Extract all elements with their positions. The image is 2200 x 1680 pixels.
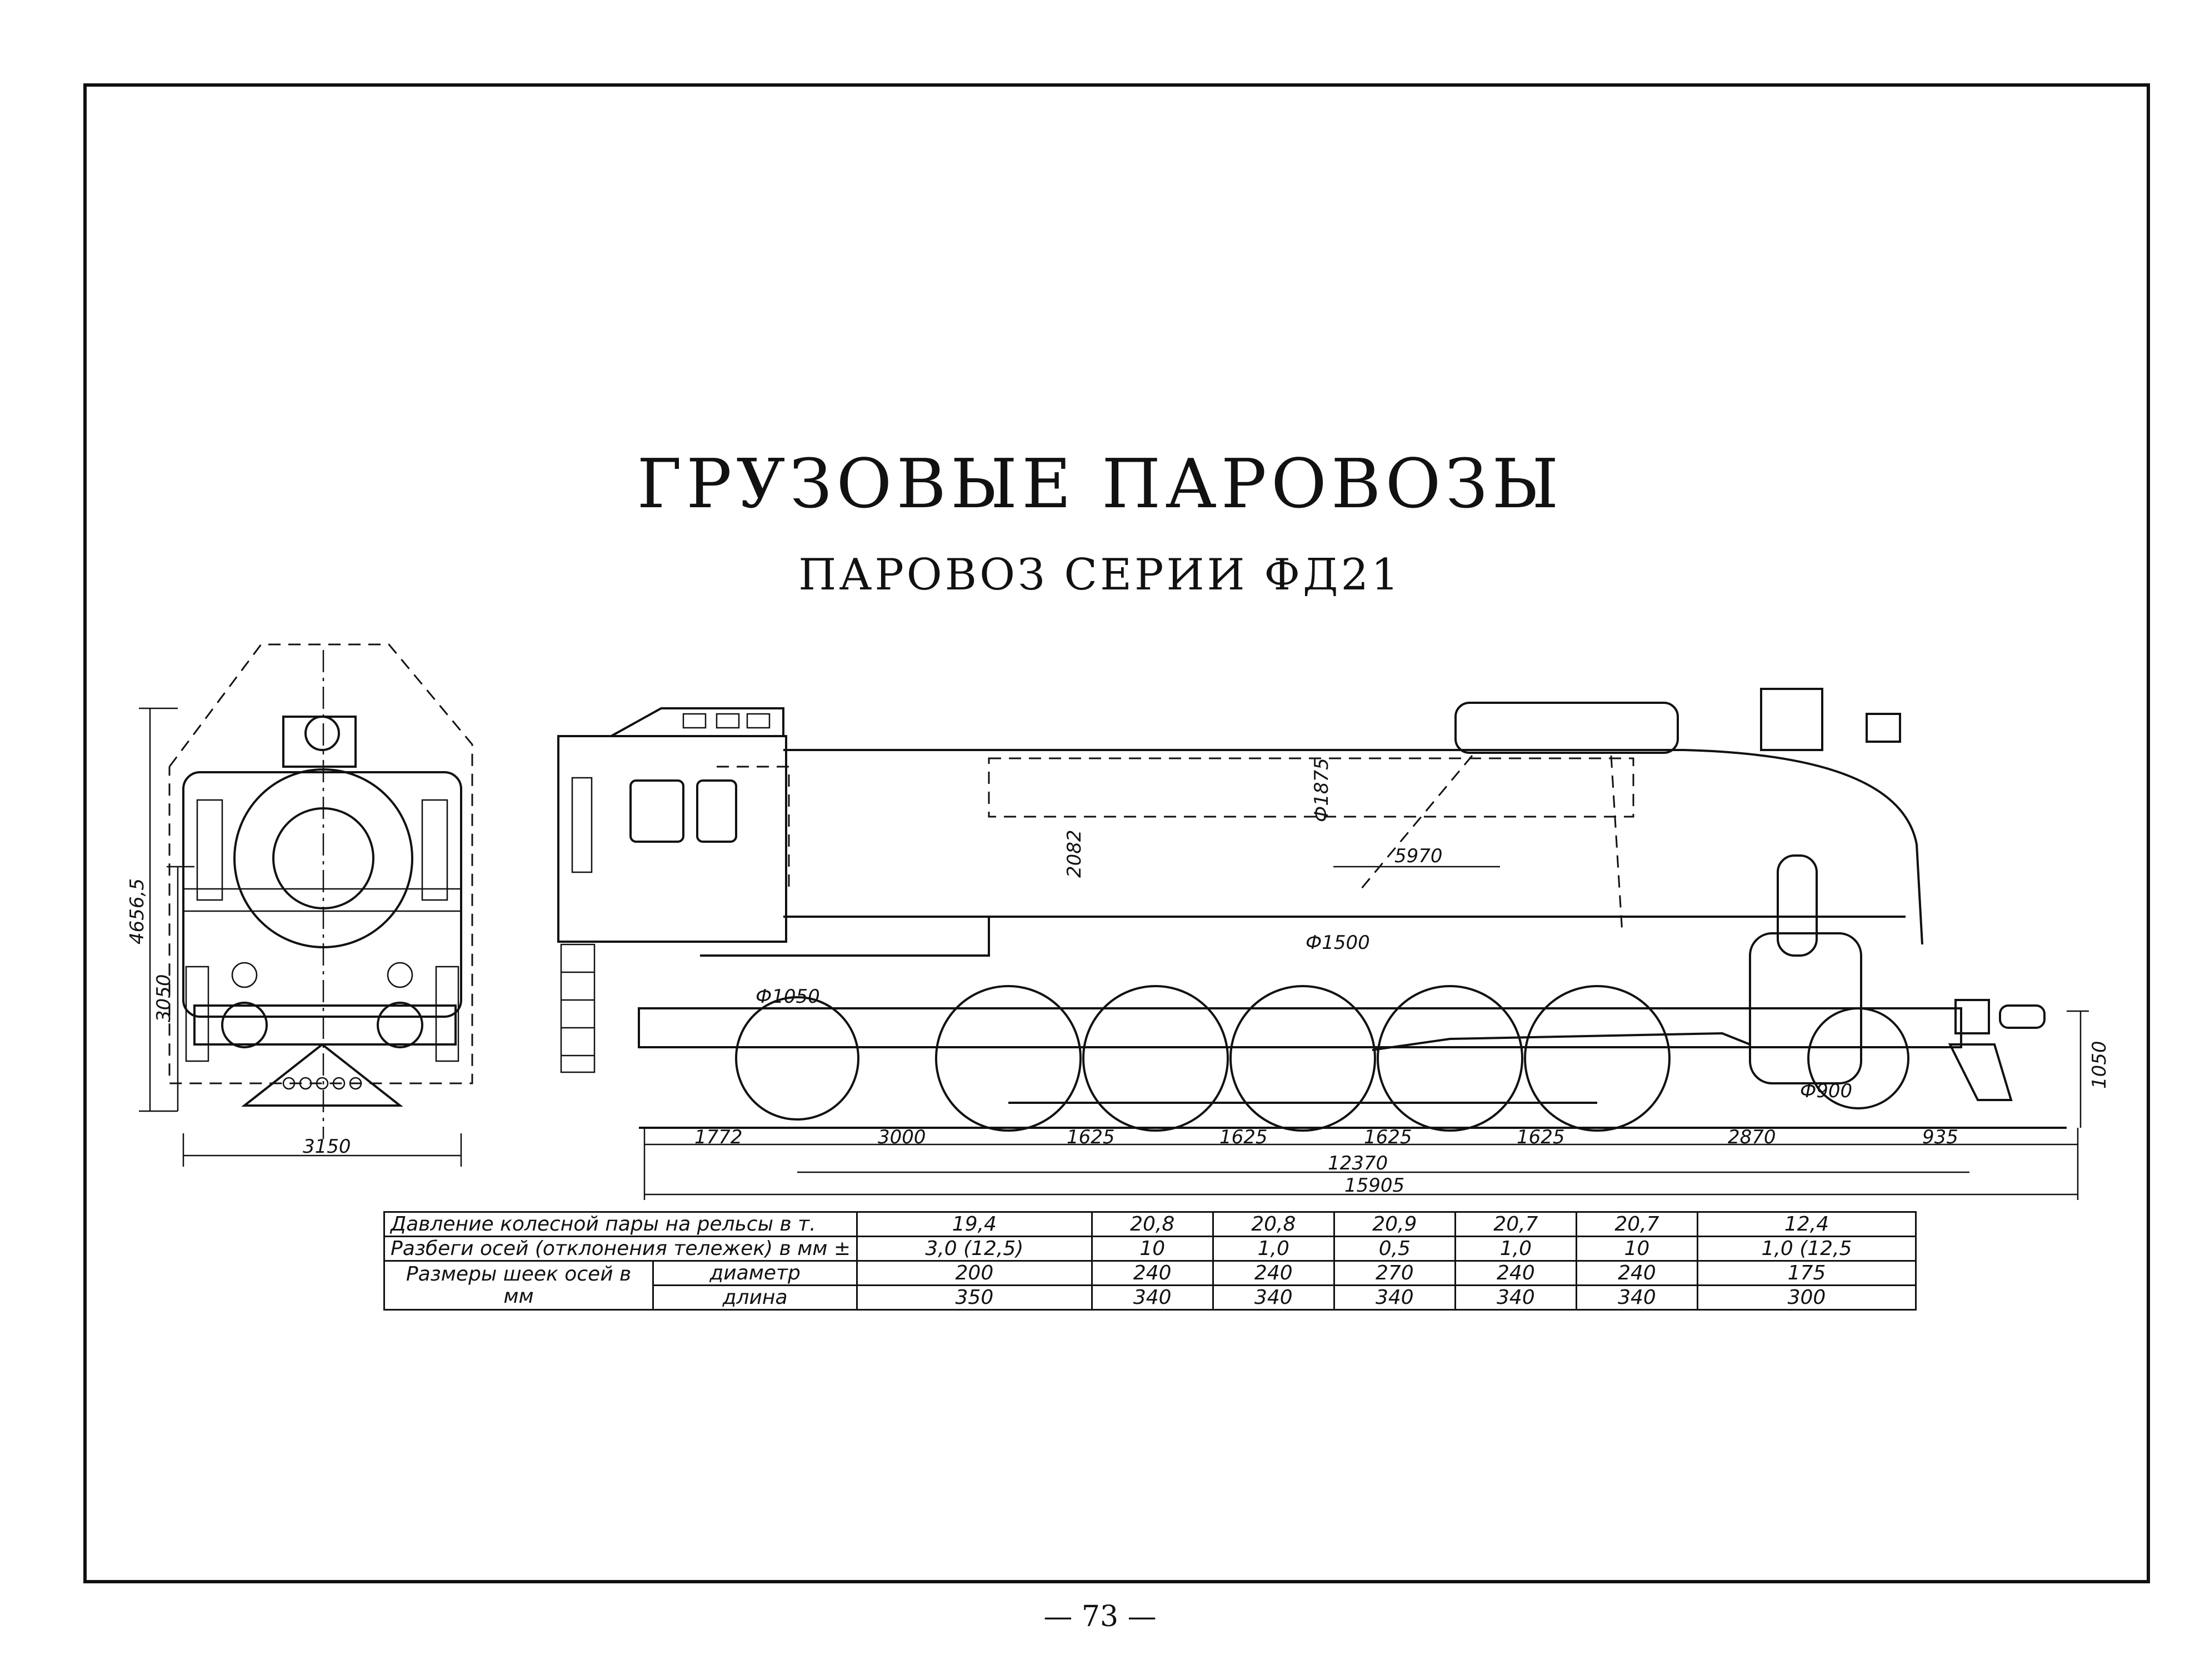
row-length-label: длина — [652, 1284, 858, 1311]
dim-trailing-wheel: Ф900 — [1800, 1080, 1852, 1102]
axle-spec-table: Давление колесной пары на рельсы в т. 19… — [383, 1211, 1917, 1311]
dim-wheelbase: 12370 — [1328, 1152, 1388, 1174]
side-cab-window-2 — [696, 779, 737, 843]
side-steam-dome — [1454, 702, 1679, 754]
page-frame — [83, 83, 2150, 1583]
dim-1625-1: 1625 — [1067, 1126, 1115, 1148]
front-headlight — [304, 716, 340, 751]
side-cab — [557, 735, 787, 943]
page-subtitle: ПАРОВОЗ СЕРИИ ФД21 — [798, 550, 1402, 600]
front-width: 3150 — [303, 1136, 351, 1158]
front-smokebox-door — [272, 807, 374, 909]
side-coupler — [1999, 1004, 2046, 1029]
dim-coupler-height: 1050 — [2088, 1041, 2111, 1089]
side-brake-rigging — [1372, 1032, 1751, 1051]
table-row: Разбеги осей (отклонения тележек) в мм ±… — [383, 1236, 1917, 1262]
page-number: — 73 — — [1043, 1600, 1157, 1633]
dim-2870: 2870 — [1728, 1126, 1776, 1148]
side-view: 1772 3000 1625 1625 1625 1625 2870 935 1… — [557, 688, 2111, 1200]
side-driving-wheel-3 — [1229, 985, 1376, 1132]
dim-overall-length: 15905 — [1344, 1174, 1404, 1197]
side-cab-window-1 — [629, 779, 684, 843]
dim-1772: 1772 — [694, 1126, 743, 1148]
side-ladder — [560, 943, 596, 1073]
row-diameter-label: диаметр — [652, 1260, 858, 1286]
dim-935: 935 — [1922, 1126, 1958, 1148]
side-driving-wheel-5 — [1524, 985, 1671, 1132]
dim-cab-height: 2082 — [1063, 829, 1086, 878]
front-view: 4656,5 3050 3150 — [126, 643, 473, 1167]
page-title: ГРУЗОВЫЕ ПАРОВОЗЫ — [637, 444, 1563, 523]
row-journal-group-label: Размеры шеек осей в мм — [383, 1260, 654, 1311]
row-pressure-label: Давление колесной пары на рельсы в т. — [383, 1211, 858, 1237]
table-row: длина 350 340 340 340 340 340 300 — [384, 1284, 1917, 1311]
row-play-label: Разбеги осей (отклонения тележек) в мм ± — [383, 1236, 858, 1262]
front-height-boiler: 3050 — [153, 974, 175, 1022]
side-cab-roof — [611, 707, 784, 737]
side-headlight — [1866, 713, 1901, 743]
dim-1625-3: 1625 — [1364, 1126, 1412, 1148]
side-trailing-wheel — [735, 996, 859, 1121]
front-gauge-outline — [168, 643, 473, 1084]
front-chimney — [282, 716, 357, 768]
front-buffer-beam — [193, 1004, 457, 1046]
side-boiler — [783, 749, 1923, 945]
side-driving-wheel-2 — [1082, 985, 1229, 1132]
front-window-right — [421, 799, 448, 901]
side-chimney — [1760, 688, 1823, 751]
side-driving-wheel-4 — [1377, 985, 1523, 1132]
front-pilot — [241, 1043, 403, 1107]
front-height-total: 4656,5 — [126, 878, 148, 944]
side-leading-wheel — [1807, 1007, 1909, 1109]
front-cab-body — [182, 771, 462, 1018]
dim-driving-wheel: Ф1500 — [1306, 932, 1370, 954]
side-frame — [638, 1007, 1962, 1048]
dim-firebox-length: 5970 — [1394, 845, 1443, 867]
dim-1625-2: 1625 — [1219, 1126, 1268, 1148]
front-window-left — [196, 799, 223, 901]
table-row: Давление колесной пары на рельсы в т. 19… — [383, 1211, 1917, 1237]
side-driving-wheel-1 — [935, 985, 1082, 1132]
dim-leading-wheel: Ф1050 — [756, 986, 820, 1008]
table-row: Размеры шеек осей в мм диаметр 200 240 2… — [383, 1260, 1917, 1311]
front-buffer-right — [377, 1002, 423, 1048]
dim-1625-4: 1625 — [1517, 1126, 1565, 1148]
dim-3000: 3000 — [878, 1126, 926, 1148]
front-buffer-left — [221, 1002, 268, 1048]
side-tender-link — [700, 917, 990, 957]
dim-boiler-dia: Ф1875 — [1311, 758, 1333, 822]
side-sand-box — [1777, 854, 1818, 957]
